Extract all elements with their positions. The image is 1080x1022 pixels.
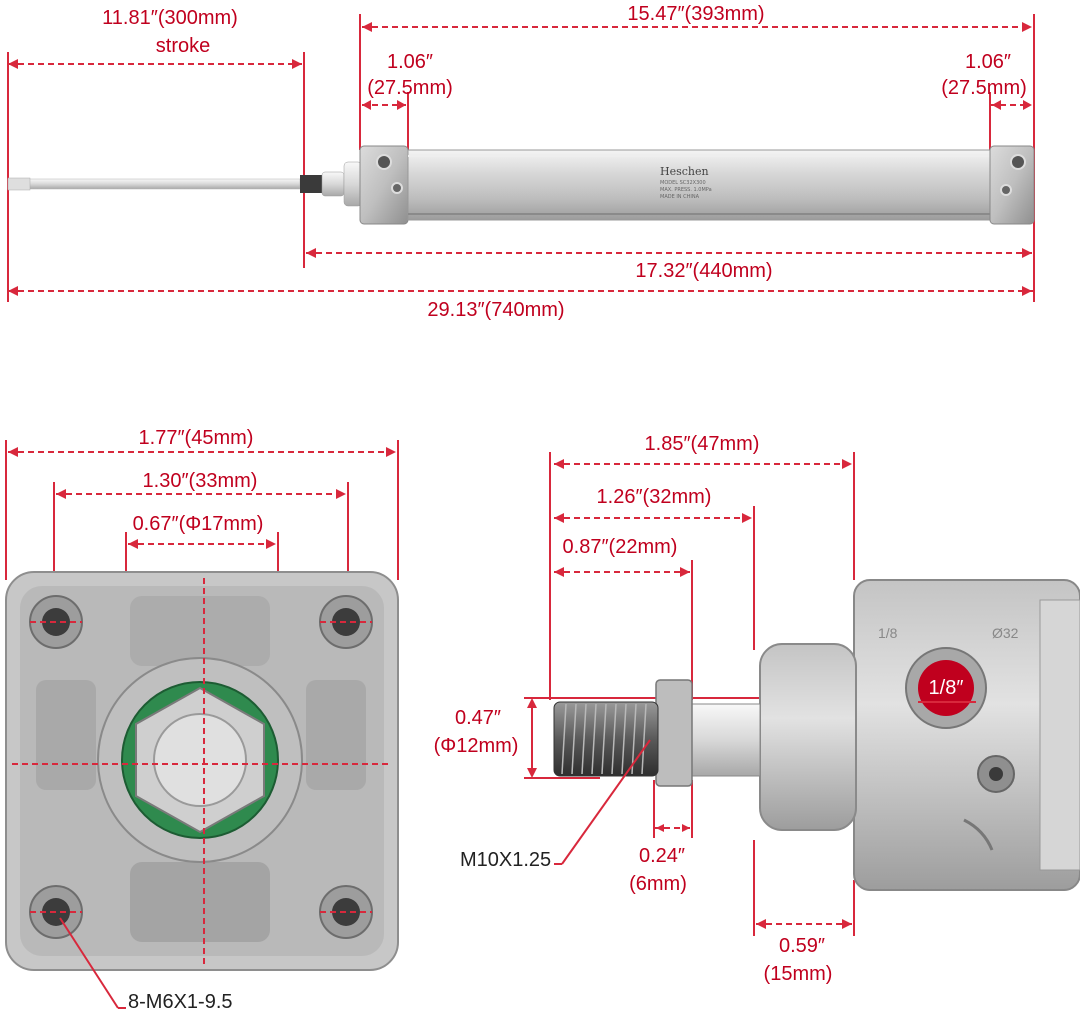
front-arrowheads: [8, 447, 396, 549]
brand-label: Heschen: [660, 165, 709, 178]
dimension-arrowheads: [8, 22, 1032, 296]
front-view: 1.77″(45mm) 1.30″(33mm) 0.67″(Φ17mm) 8-M…: [5, 427, 399, 1013]
rod-nut: [300, 175, 322, 193]
thread-leader-line: [561, 739, 651, 865]
thread-spec-label: M10X1.25: [460, 849, 551, 871]
to-cap-label: 1.26″(32mm): [597, 486, 712, 508]
origin-label: MADE IN CHINA: [660, 194, 700, 200]
stroke-caption-label: stroke: [156, 35, 210, 57]
hole-spacing-label: 1.30″(33mm): [143, 470, 258, 492]
right-cap-mm-label: (27.5mm): [941, 77, 1027, 99]
thread-length-label: 0.87″(22mm): [563, 536, 678, 558]
screw-spec-label: 8-M6X1-9.5: [128, 991, 233, 1013]
width-total-label: 1.77″(45mm): [139, 427, 254, 449]
end-plate-photo: [5, 571, 399, 971]
rod-diameter-mm-label: (Φ12mm): [434, 735, 519, 757]
cap-inch-label: 0.59″: [779, 935, 825, 957]
side-extension-lines: [524, 452, 855, 936]
rod-diameter-inch-label: 0.47″: [455, 707, 501, 729]
port-size-label: 1/8″: [929, 677, 964, 699]
side-rod: [689, 703, 761, 777]
side-view: 1/8 Ø32 1.85″(47mm) 1.26″(32mm) 0.87″(22…: [434, 433, 1080, 985]
side-photo: 1/8 Ø32: [553, 579, 1080, 891]
rod-extension-label: 1.85″(47mm): [645, 433, 760, 455]
left-cap-inch-label: 1.06″: [387, 51, 433, 73]
side-lock-nut: [655, 679, 693, 787]
stroke-value-label: 11.81″(300mm): [102, 7, 238, 29]
cap-mark-right: Ø32: [992, 625, 1019, 641]
piston-rod: [7, 178, 301, 190]
body-length-label: 15.47″(393mm): [627, 3, 764, 25]
cylinder-top-photo: Heschen MODEL SC32X300 MAX. PRESS. 1.0MP…: [7, 145, 1035, 225]
extended-length-label: 29.13″(740mm): [427, 299, 564, 321]
model-label: MODEL SC32X300: [660, 180, 706, 186]
front-centerlines: [12, 578, 392, 968]
nut-inch-label: 0.24″: [639, 845, 685, 867]
top-view: Heschen MODEL SC32X300 MAX. PRESS. 1.0MP…: [7, 3, 1035, 321]
cap-mark-left: 1/8: [878, 625, 898, 641]
right-cap-inch-label: 1.06″: [965, 51, 1011, 73]
thread-ridges: [561, 703, 647, 775]
rod-boss: [759, 643, 857, 831]
pressure-label: MAX. PRESS. 1.0MPa: [660, 187, 712, 193]
nut-mm-label: (6mm): [629, 873, 687, 895]
boss-diameter-label: 0.67″(Φ17mm): [133, 513, 264, 535]
retracted-length-label: 17.32″(440mm): [635, 260, 772, 282]
cap-mm-label: (15mm): [764, 963, 833, 985]
left-cap-mm-label: (27.5mm): [367, 77, 453, 99]
threaded-end: [553, 701, 659, 777]
rod-end: [153, 713, 247, 807]
screw-leader-line: [59, 917, 119, 1009]
cylinder-tube: [407, 149, 991, 221]
